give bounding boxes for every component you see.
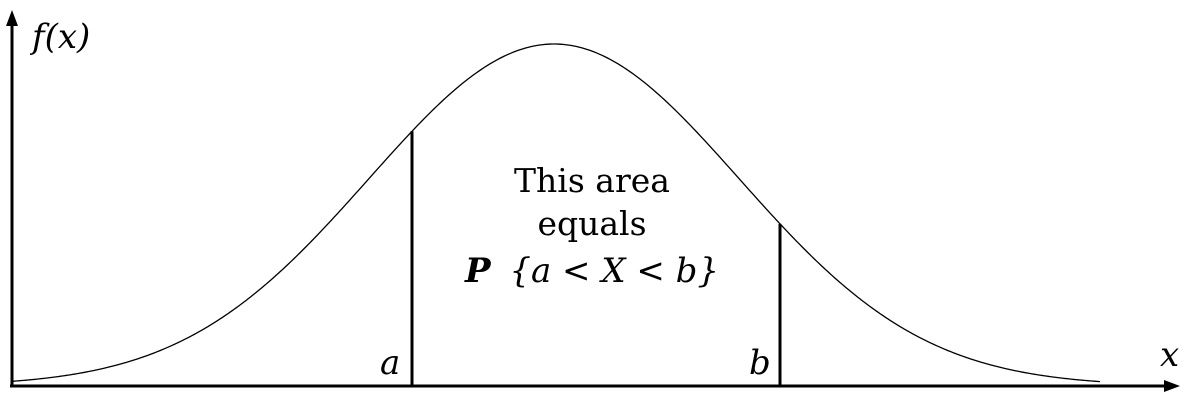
marker-b-label: b [749, 343, 771, 383]
marker-a-label: a [380, 343, 400, 383]
density-curve [11, 43, 1101, 383]
y-axis-label: f(x) [29, 17, 90, 57]
annotation-line-1: This area [514, 161, 670, 200]
annotation-line-3: P {a < X < b} [464, 251, 719, 291]
x-axis-arrowhead [1164, 380, 1180, 392]
y-axis-arrowhead [6, 10, 18, 26]
probability-expression: {a < X < b} [509, 251, 719, 291]
x-axis-label: x [1160, 335, 1179, 375]
probability-symbol: P [464, 251, 492, 291]
annotation-line-2: equals [537, 204, 646, 243]
